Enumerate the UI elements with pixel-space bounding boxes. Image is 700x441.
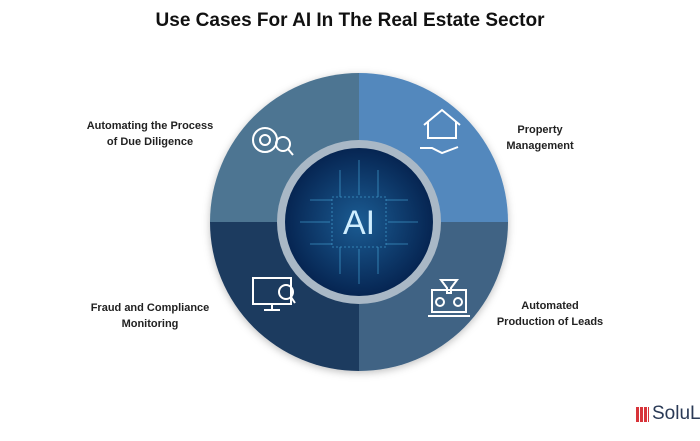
label-line: Management [506, 140, 574, 152]
center-label: AI [343, 204, 375, 242]
gear-search-icon [252, 127, 294, 156]
label-line: Production of Leads [496, 316, 604, 328]
label-fraud-compliance: Fraud and Compliance Monitoring [60, 300, 240, 332]
monitor-puzzle-warning-icon [252, 277, 296, 311]
label-line: Automating the Process [86, 120, 214, 132]
label-line: Automated [521, 300, 579, 312]
brand-logo: SoluL [636, 403, 700, 425]
label-line: Fraud and Compliance [90, 302, 210, 314]
label-lead-production: Automated Production of Leads [480, 298, 620, 330]
house-hand-icon [420, 108, 461, 155]
label-property-management: Property Management [480, 122, 600, 154]
label-line: Monitoring [121, 318, 179, 330]
page-title: Use Cases For AI In The Real Estate Sect… [155, 10, 545, 31]
center-chip [285, 148, 433, 296]
logo-mark-icon [636, 406, 649, 422]
label-due-diligence: Automating the Process of Due Diligence [60, 118, 240, 150]
label-line: of Due Diligence [106, 136, 194, 148]
funnel-laptop-icon [428, 279, 470, 317]
label-line: Property [517, 124, 563, 136]
circuit-lines-icon [300, 160, 418, 284]
logo-text: SoluL [652, 403, 700, 424]
